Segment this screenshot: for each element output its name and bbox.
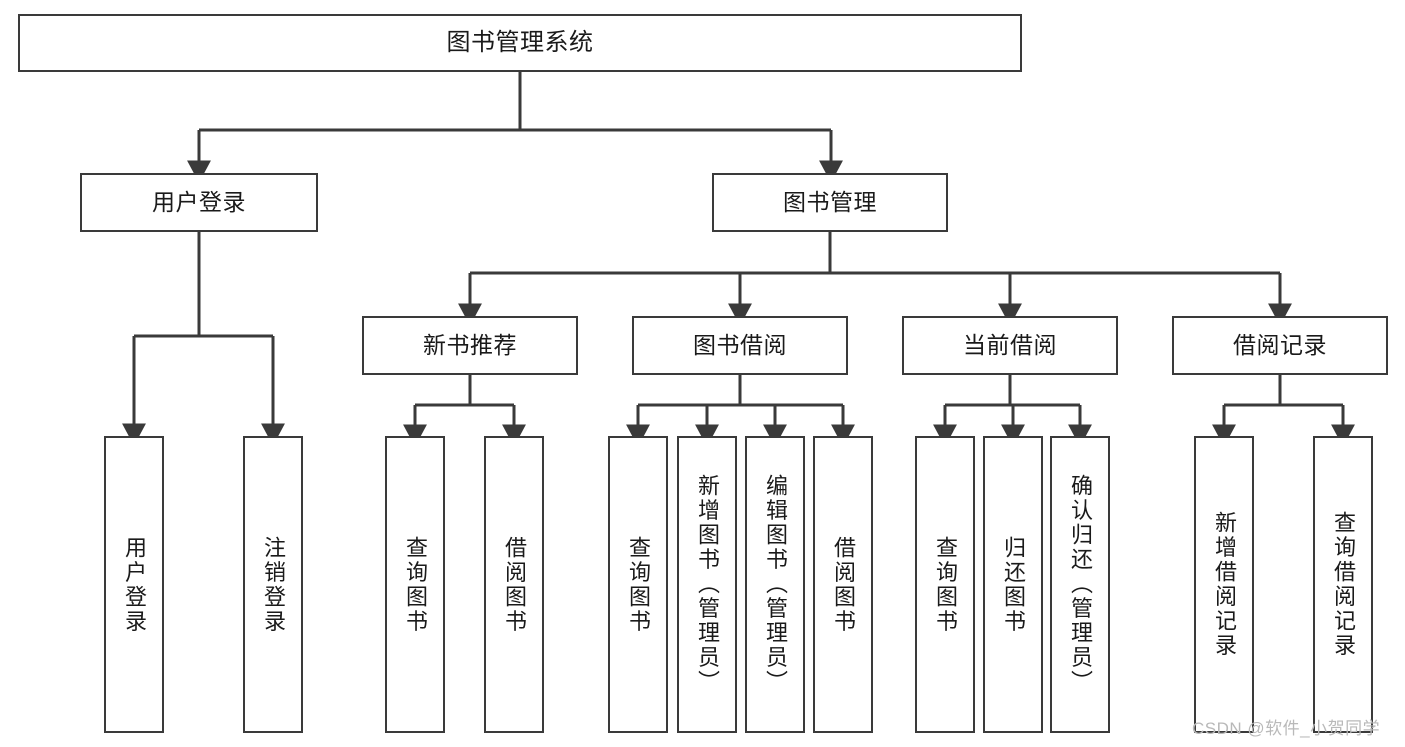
leaf-borrow-book[interactable]: 借阅图书 [813,436,873,733]
leaf-add-book-admin[interactable]: 新增图书（管理员） [677,436,737,733]
leaf-logout[interactable]: 注销登录 [243,436,303,733]
leaf-query-book-current[interactable]: 查询图书 [915,436,975,733]
node-book-borrow[interactable]: 图书借阅 [632,316,848,375]
leaf-logout-label: 注销登录 [260,535,286,634]
leaf-user-login[interactable]: 用户登录 [104,436,164,733]
leaf-edit-book-admin[interactable]: 编辑图书（管理员） [745,436,805,733]
leaf-borrow-book-recommend[interactable]: 借阅图书 [484,436,544,733]
node-book-borrow-label: 图书借阅 [693,331,787,358]
node-current-borrow-label: 当前借阅 [963,331,1057,358]
leaf-query-book-recommend[interactable]: 查询图书 [385,436,445,733]
node-current-borrow[interactable]: 当前借阅 [902,316,1118,375]
node-book-management[interactable]: 图书管理 [712,173,948,232]
leaf-confirm-return-admin-label: 确认归还（管理员） [1067,474,1093,695]
node-user-login[interactable]: 用户登录 [80,173,318,232]
leaf-user-login-label: 用户登录 [121,535,147,634]
node-user-login-label: 用户登录 [152,188,246,215]
node-borrow-record-label: 借阅记录 [1233,331,1327,358]
node-new-book-recommend[interactable]: 新书推荐 [362,316,578,375]
node-root-label: 图书管理系统 [446,28,594,56]
leaf-add-book-admin-label: 新增图书（管理员） [694,474,720,695]
node-book-management-label: 图书管理 [783,188,877,215]
leaf-query-borrow-record[interactable]: 查询借阅记录 [1313,436,1373,733]
leaf-add-borrow-record[interactable]: 新增借阅记录 [1194,436,1254,733]
leaf-confirm-return-admin[interactable]: 确认归还（管理员） [1050,436,1110,733]
leaf-borrow-book-recommend-label: 借阅图书 [501,535,527,634]
csdn-watermark: CSDN @软件_小贺同学 [1192,719,1381,738]
leaf-query-book-recommend-label: 查询图书 [402,535,428,634]
leaf-query-book-borrow-label: 查询图书 [625,535,651,634]
leaf-query-borrow-record-label: 查询借阅记录 [1330,511,1356,658]
node-root[interactable]: 图书管理系统 [18,14,1022,72]
leaf-query-book-borrow[interactable]: 查询图书 [608,436,668,733]
leaf-return-book[interactable]: 归还图书 [983,436,1043,733]
leaf-add-borrow-record-label: 新增借阅记录 [1211,511,1237,658]
leaf-borrow-book-label: 借阅图书 [830,535,856,634]
leaf-return-book-label: 归还图书 [1000,535,1026,634]
leaf-edit-book-admin-label: 编辑图书（管理员） [762,474,788,695]
leaf-query-book-current-label: 查询图书 [932,535,958,634]
node-new-book-recommend-label: 新书推荐 [423,331,517,358]
node-borrow-record[interactable]: 借阅记录 [1172,316,1388,375]
